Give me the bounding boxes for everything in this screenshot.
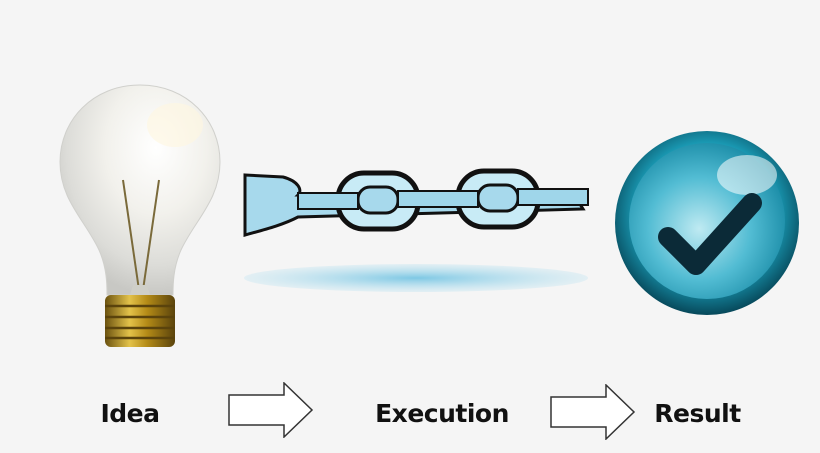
- chain-icon: [243, 165, 593, 295]
- arrow-right-icon: [550, 384, 638, 440]
- stage-label-result: Result: [654, 399, 741, 428]
- lightbulb-icon: [55, 80, 225, 355]
- stage-label-idea: Idea: [100, 399, 160, 428]
- checkmark-icon: [612, 125, 804, 323]
- stage-label-execution: Execution: [375, 399, 509, 428]
- arrow-right-icon: [228, 382, 316, 438]
